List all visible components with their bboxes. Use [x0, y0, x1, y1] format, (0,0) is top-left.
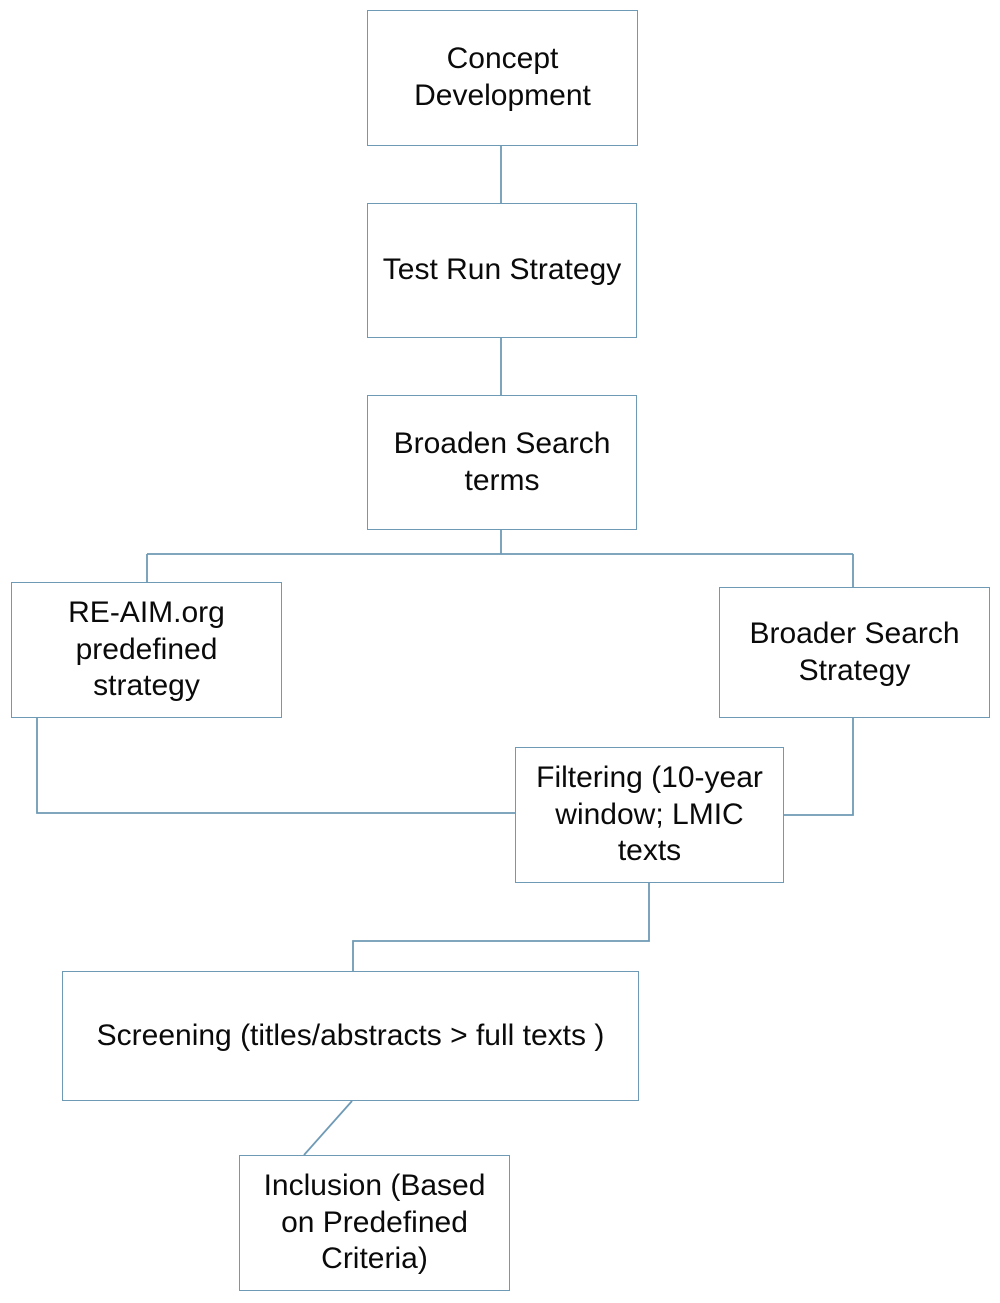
- node-broaden-search-terms[interactable]: Broaden Search terms: [367, 395, 637, 530]
- edge-broader-to-filtering: [784, 718, 854, 816]
- edge-reaim-to-filtering: [36, 718, 515, 814]
- node-screening[interactable]: Screening (titles/abstracts > full texts…: [62, 971, 639, 1101]
- edge-screening-to-inclusion: [303, 1100, 353, 1156]
- edge-filtering-to-screening: [352, 883, 650, 971]
- node-inclusion[interactable]: Inclusion (Based on Predefined Criteria): [239, 1155, 510, 1291]
- node-test-run-strategy[interactable]: Test Run Strategy: [367, 203, 637, 338]
- node-broader-search-strategy[interactable]: Broader Search Strategy: [719, 587, 990, 718]
- node-filtering[interactable]: Filtering (10-year window; LMIC texts: [515, 747, 784, 883]
- node-re-aim-predefined-strategy[interactable]: RE-AIM.org predefined strategy: [11, 582, 282, 718]
- node-concept-development[interactable]: Concept Development: [367, 10, 638, 146]
